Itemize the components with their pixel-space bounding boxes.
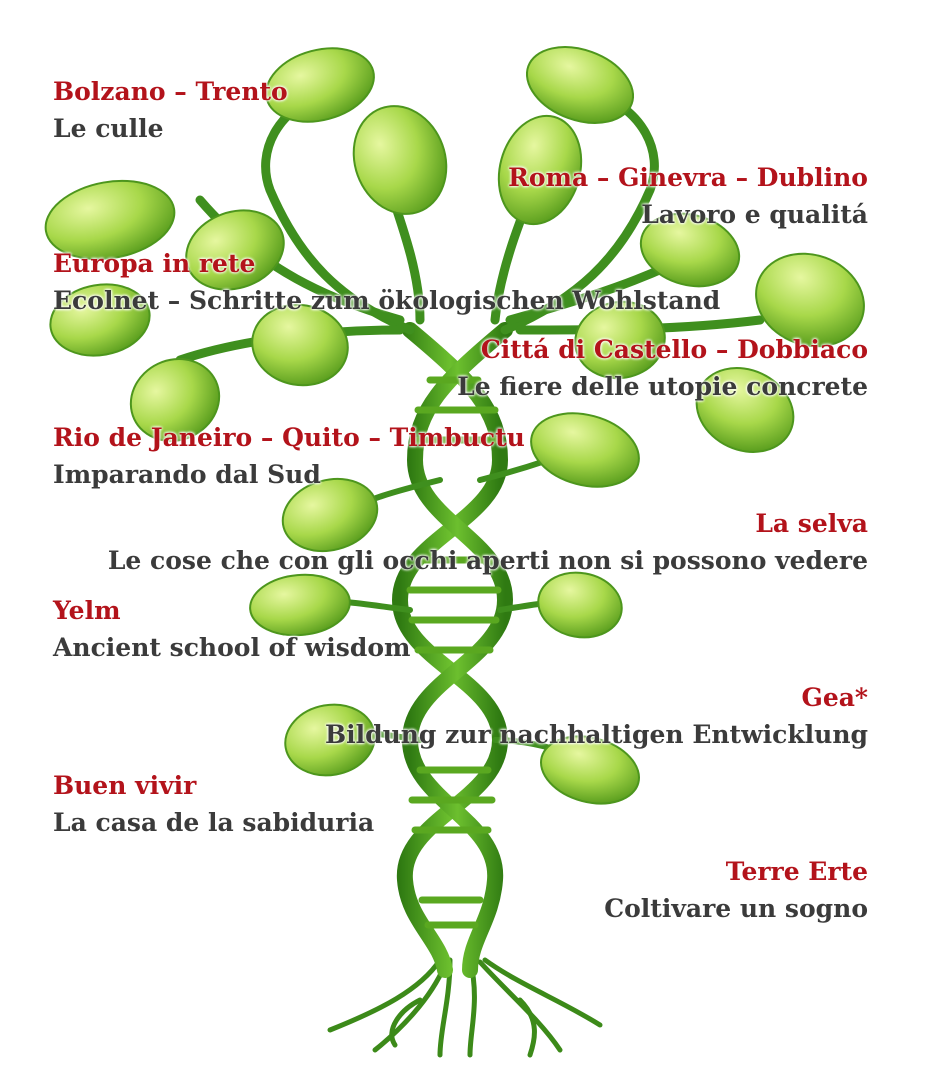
- place-name: Roma – Ginevra – Dublino: [508, 163, 868, 192]
- topic-text: Lavoro e qualitá: [641, 199, 868, 229]
- place-name: Bolzano – Trento: [53, 77, 288, 106]
- place-name: Gea*: [801, 683, 868, 712]
- topic-text: Coltivare un sogno: [604, 893, 868, 923]
- topic-text: Le cose che con gli occhi aperti non si …: [107, 545, 868, 575]
- entry-gea: Gea* Bildung zur nachhaltigen Entwicklun…: [324, 683, 868, 750]
- leaves: [44, 46, 865, 805]
- entry-yelm: Yelm Ancient school of wisdom: [53, 596, 411, 663]
- topic-text: Bildung zur nachhaltigen Entwicklung: [324, 719, 868, 749]
- place-name: Cittá di Castello – Dobbiaco: [480, 335, 868, 364]
- topic-text: Le culle: [53, 113, 164, 143]
- entry-rio-quito-timbuctu: Rio de Janeiro – Quito – Timbuctu Impara…: [53, 423, 525, 490]
- topic-text: La casa de la sabiduria: [53, 807, 375, 837]
- dna-helix-trunk: [391, 322, 514, 978]
- entry-buen-vivir: Buen vivir La casa de la sabiduria: [53, 771, 375, 838]
- topic-text: Imparando dal Sud: [53, 459, 321, 489]
- topic-text: Ecolnet – Schritte zum ökologischen Wohl…: [53, 285, 721, 315]
- entry-citta-di-castello-dobbiaco: Cittá di Castello – Dobbiaco Le fiere de…: [457, 335, 868, 402]
- place-name: Europa in rete: [53, 249, 256, 278]
- topic-text: Ancient school of wisdom: [53, 632, 411, 662]
- entry-roma-ginevra-dublino: Roma – Ginevra – Dublino Lavoro e qualit…: [508, 163, 868, 230]
- place-name: La selva: [755, 509, 868, 538]
- topic-text: Le fiere delle utopie concrete: [457, 371, 868, 401]
- place-name: Terre Erte: [725, 857, 868, 886]
- place-name: Buen vivir: [53, 771, 197, 800]
- entry-bolzano-trento: Bolzano – Trento Le culle: [53, 77, 288, 144]
- entry-europa-in-rete: Europa in rete Ecolnet – Schritte zum ök…: [53, 249, 721, 316]
- entry-terre-erte: Terre Erte Coltivare un sogno: [604, 857, 868, 924]
- place-name: Yelm: [53, 596, 121, 625]
- entry-la-selva: La selva Le cose che con gli occhi apert…: [107, 509, 868, 576]
- place-name: Rio de Janeiro – Quito – Timbuctu: [53, 423, 525, 452]
